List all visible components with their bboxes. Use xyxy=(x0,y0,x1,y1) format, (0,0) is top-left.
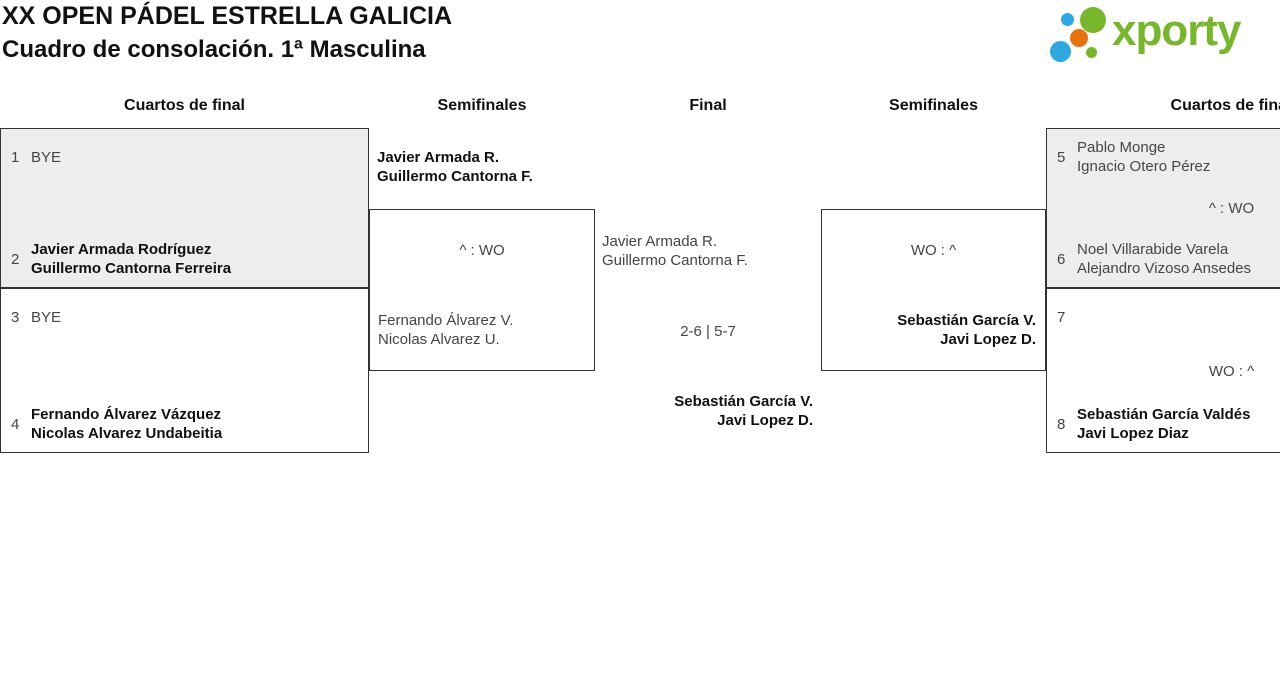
match-box-sf-right: WO : ^ Sebastián García V. Javi Lopez D. xyxy=(821,209,1046,371)
logo-wordmark: xporty xyxy=(1112,6,1241,55)
sf-left-score: ^ : WO xyxy=(459,242,505,259)
match-box-qf-left-bottom: 3 BYE 4 Fernando Álvarez Vázquez Nicolas… xyxy=(0,288,369,453)
team-slot-1: 1 BYE xyxy=(1,137,368,177)
page-subtitle: Cuadro de consolación. 1ª Masculina xyxy=(2,36,426,63)
logo-dot-green-large-icon xyxy=(1080,7,1106,33)
seed-number: 5 xyxy=(1057,148,1066,166)
seed-number: 8 xyxy=(1057,415,1066,433)
sf-left-loser-team: Fernando Álvarez V. Nicolas Alvarez U. xyxy=(378,312,514,348)
round-header-right-semifinals: Semifinales xyxy=(889,97,978,114)
team-slot-3: 3 BYE xyxy=(1,297,368,337)
final-top-team: Javier Armada R. Guillermo Cantorna F. xyxy=(602,233,748,269)
round-header-right-quarterfinals: Cuartos de final xyxy=(1170,97,1280,114)
match-box-qf-right-top: 5 Pablo Monge Ignacio Otero Pérez ^ : WO… xyxy=(1046,128,1280,288)
team-names: Pablo Monge Ignacio Otero Pérez xyxy=(1077,139,1211,175)
seed-number: 6 xyxy=(1057,250,1066,268)
logo-dot-blue-large-icon xyxy=(1050,41,1071,62)
team-names: Fernando Álvarez Vázquez Nicolas Alvarez… xyxy=(31,406,223,442)
match-box-qf-left-top: 1 BYE 2 Javier Armada Rodríguez Guillerm… xyxy=(0,128,369,288)
match-box-qf-right-bottom: 7 WO : ^ 8 Sebastián García Valdés Javi … xyxy=(1046,288,1280,453)
seed-number: 3 xyxy=(11,308,20,326)
team-slot-5: 5 Pablo Monge Ignacio Otero Pérez xyxy=(1047,137,1280,177)
team-slot-2: 2 Javier Armada Rodríguez Guillermo Cant… xyxy=(1,239,368,279)
qf-right-bottom-score: WO : ^ xyxy=(1208,363,1255,380)
seed-number: 7 xyxy=(1057,308,1066,326)
seed-number: 4 xyxy=(11,415,20,433)
sf-left-winner-team: Javier Armada R. Guillermo Cantorna F. xyxy=(377,149,533,185)
seed-number: 1 xyxy=(11,148,20,166)
team-names: Sebastián García Valdés Javi Lopez Diaz xyxy=(1077,406,1251,442)
round-header-left-quarterfinals: Cuartos de final xyxy=(124,97,245,114)
round-header-left-semifinals: Semifinales xyxy=(437,97,527,114)
round-header-final: Final xyxy=(689,97,727,114)
page-title: XX OPEN PÁDEL ESTRELLA GALICIA xyxy=(2,2,453,30)
team-slot-4: 4 Fernando Álvarez Vázquez Nicolas Alvar… xyxy=(1,404,368,444)
xporty-logo[interactable]: xporty xyxy=(1048,0,1278,78)
final-score: 2-6 | 5-7 xyxy=(680,323,736,340)
team-slot-8: 8 Sebastián García Valdés Javi Lopez Dia… xyxy=(1047,404,1280,444)
sf-right-winner-team: Sebastián García V. Javi Lopez D. xyxy=(897,312,1036,348)
final-winner-team: Sebastián García V. Javi Lopez D. xyxy=(674,393,813,429)
team-names: Noel Villarabide Varela Alejandro Vizoso… xyxy=(1077,241,1252,277)
team-slot-6: 6 Noel Villarabide Varela Alejandro Vizo… xyxy=(1047,239,1280,279)
seed-number: 2 xyxy=(11,250,20,268)
logo-dot-blue-small-icon xyxy=(1061,13,1074,26)
team-names: BYE xyxy=(31,148,62,166)
logo-dot-green-small-icon xyxy=(1086,47,1097,58)
qf-right-top-score: ^ : WO xyxy=(1208,200,1255,217)
team-names: Javier Armada Rodríguez Guillermo Cantor… xyxy=(31,241,232,277)
logo-dot-orange-icon xyxy=(1070,29,1088,47)
team-names: BYE xyxy=(31,308,62,326)
match-box-sf-left: ^ : WO Fernando Álvarez V. Nicolas Alvar… xyxy=(369,209,595,371)
sf-right-score: WO : ^ xyxy=(910,242,957,259)
team-slot-7: 7 xyxy=(1047,297,1280,337)
